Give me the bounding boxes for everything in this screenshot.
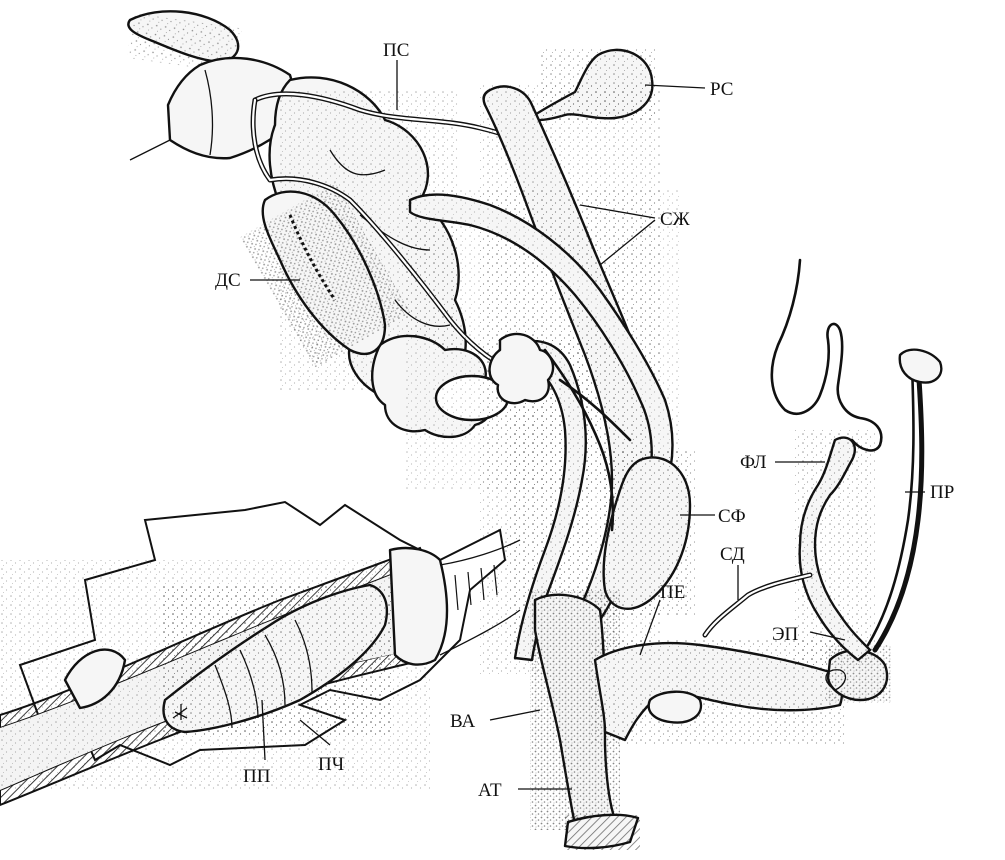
label-va: ВА	[450, 711, 475, 732]
label-at: АТ	[478, 780, 502, 801]
label-pr: ПР	[930, 482, 954, 503]
label-pp: ПП	[243, 766, 271, 787]
label-ps: ПС	[383, 40, 409, 61]
inset-penis	[0, 502, 520, 805]
label-ds: ДС	[215, 270, 241, 291]
label-ep: ЭП	[772, 624, 799, 645]
label-fl: ФЛ	[740, 452, 767, 473]
label-sd: СД	[720, 544, 745, 565]
label-pe: ПЕ	[660, 582, 685, 603]
label-szh: СЖ	[660, 209, 691, 230]
label-pch: ПЧ	[318, 754, 344, 775]
label-sf: СФ	[718, 506, 746, 527]
label-rs: РС	[710, 79, 733, 100]
